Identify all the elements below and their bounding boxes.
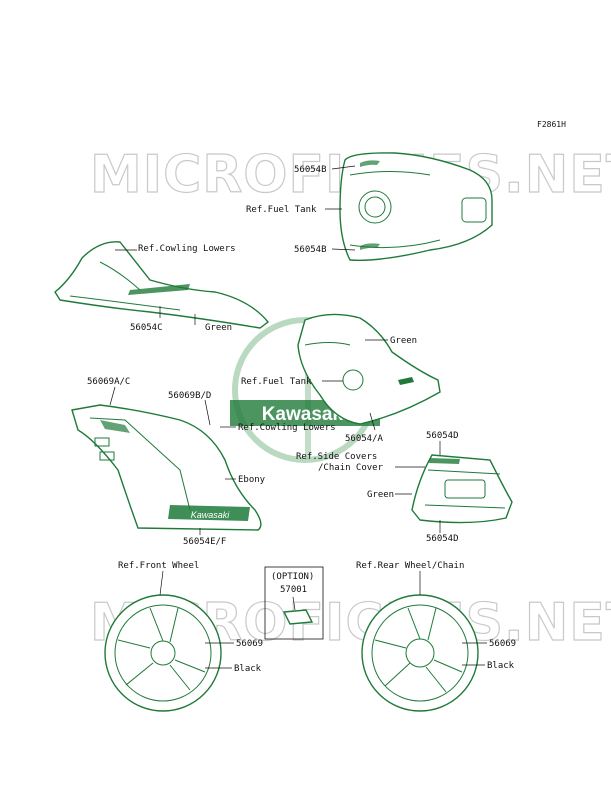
label-56069-rear: 56069 [489,639,516,649]
label-ref-fuel-tank-1: Ref.Fuel Tank [246,205,317,215]
label-ref-front-wheel: Ref.Front Wheel [118,561,199,571]
seat-cover [411,454,513,524]
label-56054c: 56054C [130,323,163,333]
label-56069ac: 56069A/C [87,377,130,387]
fairing-front: Kawasaki [71,404,262,531]
label-56054b-bottom: 56054B [294,245,327,255]
label-56054d-bottom: 56054D [426,534,459,544]
label-56054ef: 56054E/F [183,537,226,547]
labels: 56054B Ref.Fuel Tank 56054B Ref.Cowling … [87,165,516,674]
label-green-3: Green [367,490,394,500]
label-black-front: Black [234,664,262,674]
front-wheel [104,594,222,712]
label-green-1: Green [205,323,232,333]
label-ref-fuel-tank-2: Ref.Fuel Tank [241,377,312,387]
label-chain-cover: /Chain Cover [318,463,384,473]
label-ref-cowling-lowers-2: Ref.Cowling Lowers [238,423,336,433]
label-green-2: Green [390,336,417,346]
label-56054b-top: 56054B [294,165,327,175]
label-56069-front: 56069 [236,639,263,649]
logo-text: Kawasaki [262,404,349,425]
label-option: (OPTION) [271,572,314,582]
rear-wheel [361,594,479,712]
label-56069bd: 56069B/D [168,391,211,401]
label-ref-cowling-lowers-1: Ref.Cowling Lowers [138,244,236,254]
label-56054d-top: 56054D [426,431,459,441]
label-ref-side-covers: Ref.Side Covers [296,452,377,462]
cowling-upper [54,241,270,329]
label-ebony: Ebony [238,475,266,485]
option-part [264,566,324,640]
figure-code: F2861H [537,120,566,129]
label-56054a: 56054/A [345,434,384,444]
fairing-decal-text: Kawasaki [191,510,231,520]
fairing-middle [297,313,441,425]
label-57001: 57001 [280,585,307,595]
fuel-tank-top [339,152,493,261]
label-ref-rear-wheel: Ref.Rear Wheel/Chain [356,561,464,571]
label-black-rear: Black [487,661,515,671]
leader-lines [109,165,487,669]
